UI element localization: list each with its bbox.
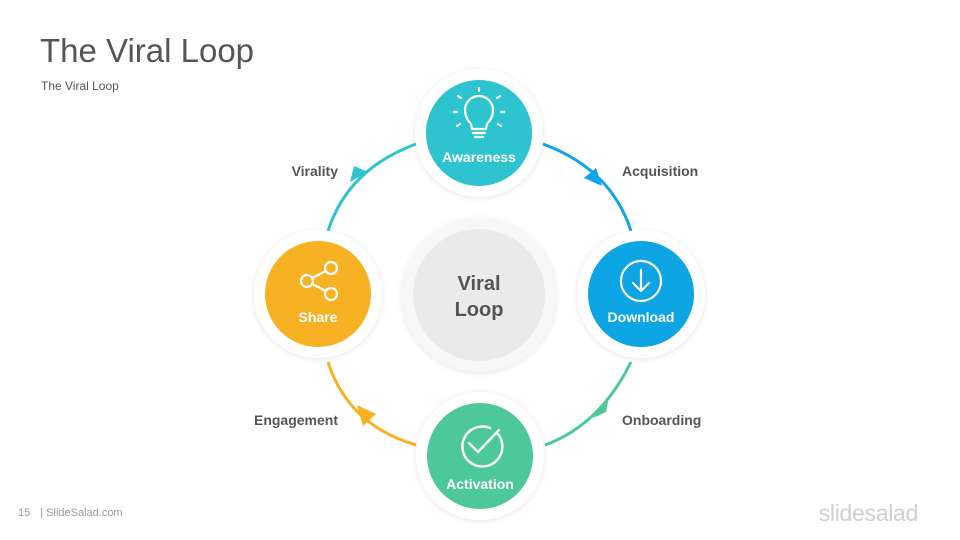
center-label-line2: Loop: [455, 299, 504, 321]
arrow-virality: [350, 166, 368, 182]
arc-download-activation: [544, 361, 633, 447]
arrow-onboarding: [593, 397, 609, 418]
lightbulb-icon: [452, 86, 506, 139]
awareness-node: Awareness: [415, 69, 543, 197]
download-label: Download: [608, 309, 675, 325]
footer-site: | SlideSalad.com: [40, 507, 123, 519]
footer: 15 | SlideSalad.com: [18, 507, 123, 519]
center-label-line1: Viral: [458, 273, 501, 295]
page-number: 15: [18, 507, 31, 519]
activation-label: Activation: [446, 476, 514, 492]
center-node: Viral Loop: [402, 218, 556, 372]
arrow-engagement: [357, 405, 376, 426]
arc-share-awareness: [326, 142, 417, 232]
awareness-label: Awareness: [442, 149, 516, 165]
download-node: Download: [577, 230, 705, 358]
download-icon: [619, 259, 663, 303]
page-title: The Viral Loop: [40, 32, 255, 69]
share-node: Share: [254, 230, 382, 358]
arrow-acquisition: [584, 168, 602, 186]
check-circle-icon: [461, 425, 504, 468]
arc-awareness-download: [542, 142, 633, 232]
share-icon: [299, 260, 339, 302]
activation-node: Activation: [416, 392, 544, 520]
share-label: Share: [299, 309, 338, 325]
stage-label-virality: Virality: [292, 163, 339, 179]
stage-label-engagement: Engagement: [254, 412, 338, 428]
brand-logo: slidesalad: [818, 500, 919, 526]
page-subtitle: The Viral Loop: [41, 79, 119, 93]
stage-label-acquisition: Acquisition: [622, 163, 698, 179]
arc-activation-share: [326, 361, 417, 447]
stage-label-onboarding: Onboarding: [622, 412, 701, 428]
